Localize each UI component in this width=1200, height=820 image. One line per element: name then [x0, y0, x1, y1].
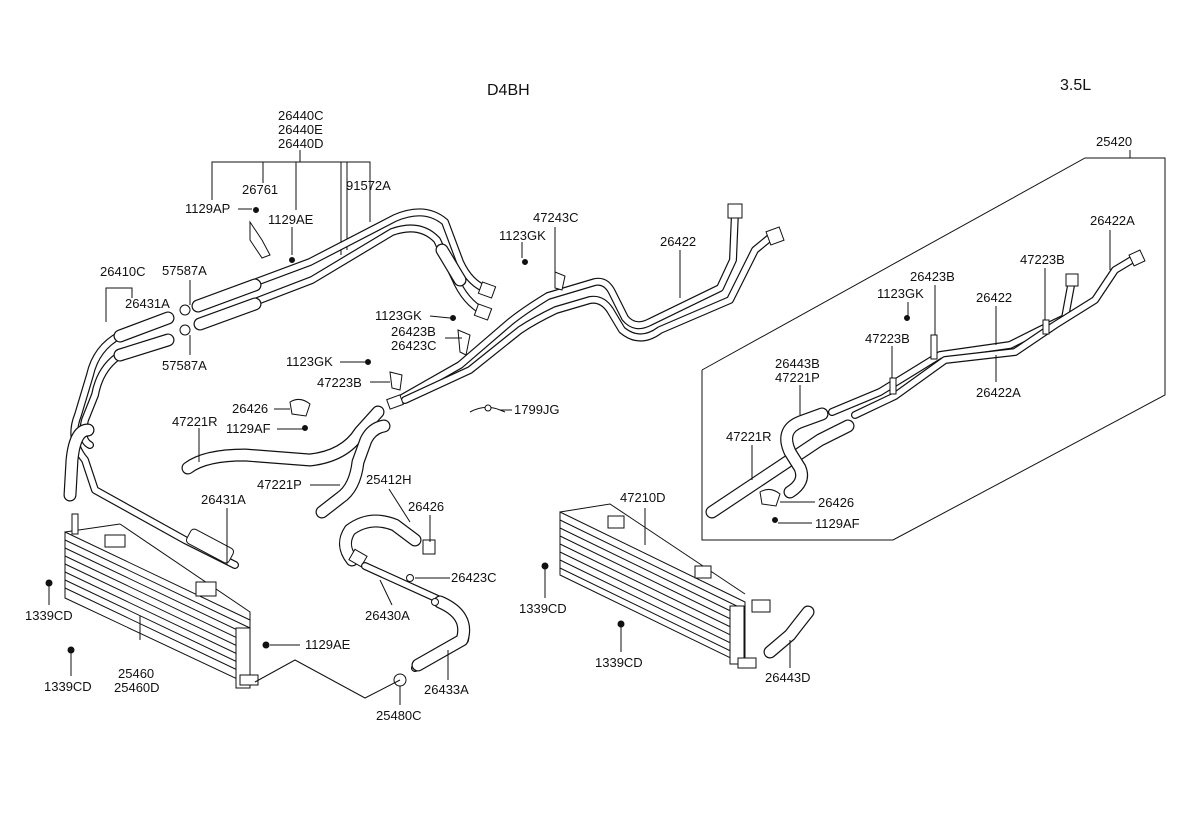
label-47221r-mid: 47221R [172, 414, 218, 429]
label-1123gk-b: 1123GK [375, 308, 422, 323]
leader-lines [48, 208, 1111, 705]
label-26426-r: 26426 [818, 495, 854, 510]
cooler-tube-26410c [63, 314, 239, 569]
label-25412h: 25412H [366, 472, 412, 487]
label-1129ap: 1129AP [185, 201, 230, 216]
label-1339cd-mid2: 1339CD [595, 655, 643, 670]
label-1339cd-left2: 1339CD [44, 679, 92, 694]
label-26433a: 26433A [424, 682, 469, 697]
hose-47221r [181, 405, 385, 475]
label-91572a: 91572A [346, 178, 391, 193]
label-26423c-low: 26423C [451, 570, 497, 585]
label-26440e: 26440E [278, 122, 323, 137]
label-1129af-r: 1129AF [815, 516, 860, 531]
hose-47221p-3-5l [780, 407, 829, 499]
inset-frame-3-5l [701, 150, 1166, 541]
cooler-tube-3-5l [828, 249, 1146, 419]
label-26423c-mid: 26423C [391, 338, 437, 353]
label-1799jg: 1799JG [514, 402, 560, 417]
label-26443d: 26443D [765, 670, 811, 685]
part-labels: 26440C 26440E 26440D 26761 91572A 1129AP… [25, 108, 1135, 723]
clips-3-5l [759, 315, 1050, 523]
label-47221p-mid: 47221P [257, 477, 302, 492]
label-26440d: 26440D [278, 136, 324, 151]
label-1339cd-left: 1339CD [25, 608, 73, 623]
tube-26430a [361, 562, 471, 672]
oil-cooler-47210d [559, 503, 771, 669]
label-26423b-mid: 26423B [391, 324, 436, 339]
label-1129ae-top: 1129AE [268, 212, 314, 227]
label-26422a-top: 26422A [1090, 213, 1135, 228]
label-26761: 26761 [242, 182, 278, 197]
label-26423b-r: 26423B [910, 269, 955, 284]
label-47210d: 47210D [620, 490, 666, 505]
leader-group-26440 [211, 150, 371, 255]
label-26431a-low: 26431A [201, 492, 246, 507]
label-26422-r: 26422 [976, 290, 1012, 305]
label-26426-low: 26426 [408, 499, 444, 514]
label-57587a-top: 57587A [162, 263, 207, 278]
label-1123gk-c: 1123GK [286, 354, 333, 369]
label-47221r-r: 47221R [726, 429, 772, 444]
oil-cooler-25460 [64, 513, 259, 689]
label-26443b: 26443B [775, 356, 820, 371]
label-47243c: 47243C [533, 210, 579, 225]
hose-26440-pair [113, 243, 467, 362]
label-1123gk-a: 1123GK [499, 228, 546, 243]
label-57587a-bot: 57587A [162, 358, 207, 373]
label-25420: 25420 [1096, 134, 1132, 149]
label-26431a-top: 26431A [125, 296, 170, 311]
label-47223b-r1: 47223B [1020, 252, 1065, 267]
cooler-tube-main-left [196, 208, 497, 327]
label-47223b-r2: 47223B [865, 331, 910, 346]
engine-title-3-5l: 3.5L [1060, 77, 1091, 94]
label-1339cd-mid: 1339CD [519, 601, 567, 616]
label-47221p-r: 47221P [775, 370, 820, 385]
label-25480c: 25480C [376, 708, 422, 723]
label-26422a-r: 26422A [976, 385, 1021, 400]
hose-47221p [315, 419, 391, 519]
label-26426-mid: 26426 [232, 401, 268, 416]
label-47223b-mid: 47223B [317, 375, 362, 390]
label-1129ae-low: 1129AE [305, 637, 351, 652]
hose-25412h [339, 514, 422, 568]
label-1123gk-r: 1123GK [877, 286, 924, 301]
label-26440c: 26440C [278, 108, 324, 123]
hose-26443d [763, 605, 815, 659]
label-26430a: 26430A [365, 608, 410, 623]
label-26410c: 26410C [100, 264, 146, 279]
engine-title-d4bh: D4BH [487, 82, 530, 99]
cooler-tube-26422 [386, 203, 785, 410]
label-25460: 25460 [118, 666, 154, 681]
label-26422-mid: 26422 [660, 234, 696, 249]
label-1129af-mid: 1129AF [226, 421, 271, 436]
label-25460d: 25460D [114, 680, 160, 695]
